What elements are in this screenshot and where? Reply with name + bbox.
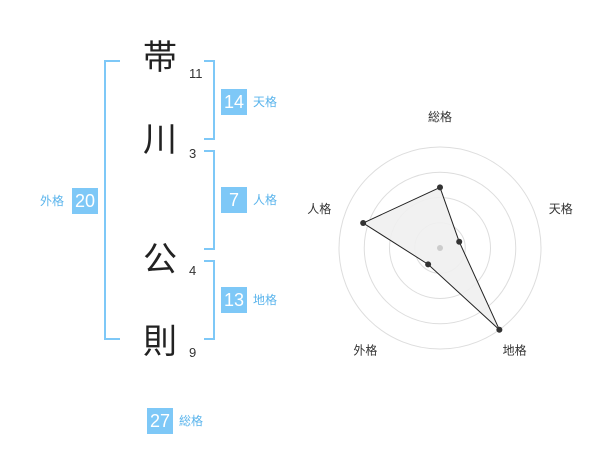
chikaku-value: 13 (221, 287, 247, 313)
soukaku-label: 総格 (179, 414, 204, 428)
radar-grid-ring (338, 146, 542, 350)
radar-axis-label-2: 天格 (549, 201, 573, 216)
name-char-3: 公 (143, 240, 177, 280)
radar-axis-label-5: 人格 (307, 201, 331, 216)
tenkaku-bracket (204, 60, 215, 140)
radar-series-area (362, 186, 500, 331)
gaikaku-label: 外格 (40, 194, 65, 208)
radar-point-1 (437, 184, 443, 191)
radar-axis-label-1: 総格 (428, 109, 452, 124)
name-char-1-strokes: 11 (189, 66, 203, 81)
tenkaku-value: 14 (221, 89, 247, 115)
name-char-2: 川 (143, 120, 177, 160)
chikaku-label: 地格 (253, 293, 278, 307)
gaikaku-bracket (104, 60, 120, 340)
soukaku-value: 27 (147, 408, 173, 434)
gaikaku-value: 20 (72, 188, 98, 214)
name-char-1: 帯 (143, 38, 177, 78)
name-char-4-strokes: 9 (189, 345, 197, 360)
radar-point-5 (360, 220, 367, 227)
radar-grid-ring (363, 171, 517, 325)
radar-point-2 (456, 238, 463, 245)
radar-center-dot (437, 245, 443, 251)
chikaku-bracket (204, 260, 215, 340)
jinkaku-bracket (204, 150, 215, 250)
tenkaku-label: 天格 (253, 95, 278, 109)
name-char-3-strokes: 4 (189, 263, 197, 278)
name-char-4: 則 (143, 322, 177, 362)
radar-point-4 (425, 261, 432, 268)
jinkaku-value: 7 (221, 187, 247, 213)
radar-point-3 (496, 326, 503, 333)
radar-axis-label-4: 外格 (353, 343, 377, 358)
radar-axis-label-3: 地格 (503, 343, 527, 358)
jinkaku-label: 人格 (253, 193, 278, 207)
name-char-2-strokes: 3 (189, 146, 197, 161)
